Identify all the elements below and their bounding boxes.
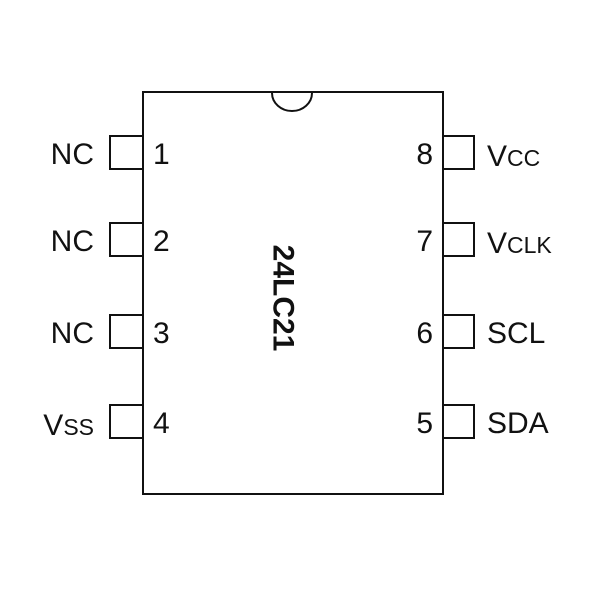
pin-2-label-main: NC [51,225,94,258]
pin-5-number: 5 [416,407,433,440]
pin-1-number: 1 [153,138,170,171]
pin-2-number: 2 [153,225,170,258]
part-number: 24LC21 [267,245,300,352]
pin-7-number: 7 [416,225,433,258]
pin-8: 8 VCC [416,135,540,173]
pin-3: 3 NC [51,314,170,350]
pin-6-number: 6 [416,317,433,350]
pin-7-label: VCLK [487,227,552,260]
chip-body [142,91,444,495]
pin-5: 5 SDA [416,404,549,440]
pin-4-lead [109,404,144,439]
orientation-notch [271,92,313,112]
pin-2-lead [109,222,144,257]
pin-1-lead [109,135,144,170]
pin-3-label-main: NC [51,317,94,350]
pin-5-label: SDA [487,407,549,440]
pin-3-number: 3 [153,317,170,350]
pin-8-label: VCC [487,140,540,173]
pin-2: 2 NC [51,222,170,258]
pin-1-label-main: NC [51,138,94,171]
pin-1: 1 NC [51,135,170,171]
pin-8-label-sub: CC [507,145,540,171]
pin-6-lead [442,314,475,349]
pin-1-label: NC [51,138,94,171]
pin-8-lead [442,135,475,170]
pin-5-lead [442,404,475,439]
pin-6-label-main: SCL [487,317,545,350]
pin-7-label-main: V [487,227,507,260]
pin-8-label-main: V [487,140,507,173]
pin-7: 7 VCLK [416,222,552,260]
pin-6-label: SCL [487,317,545,350]
pin-7-label-sub: CLK [507,232,552,258]
pin-7-lead [442,222,475,257]
pin-4: 4 VSS [43,404,170,442]
pin-3-lead [109,314,144,349]
pin-2-label: NC [51,225,94,258]
pin-8-number: 8 [416,138,433,171]
pin-4-label-sub: SS [63,414,94,440]
pin-5-label-main: SDA [487,407,549,440]
pin-4-number: 4 [153,407,170,440]
pin-4-label-main: V [43,409,63,442]
pin-6: 6 SCL [416,314,545,350]
pin-4-label: VSS [43,409,94,442]
pin-3-label: NC [51,317,94,350]
